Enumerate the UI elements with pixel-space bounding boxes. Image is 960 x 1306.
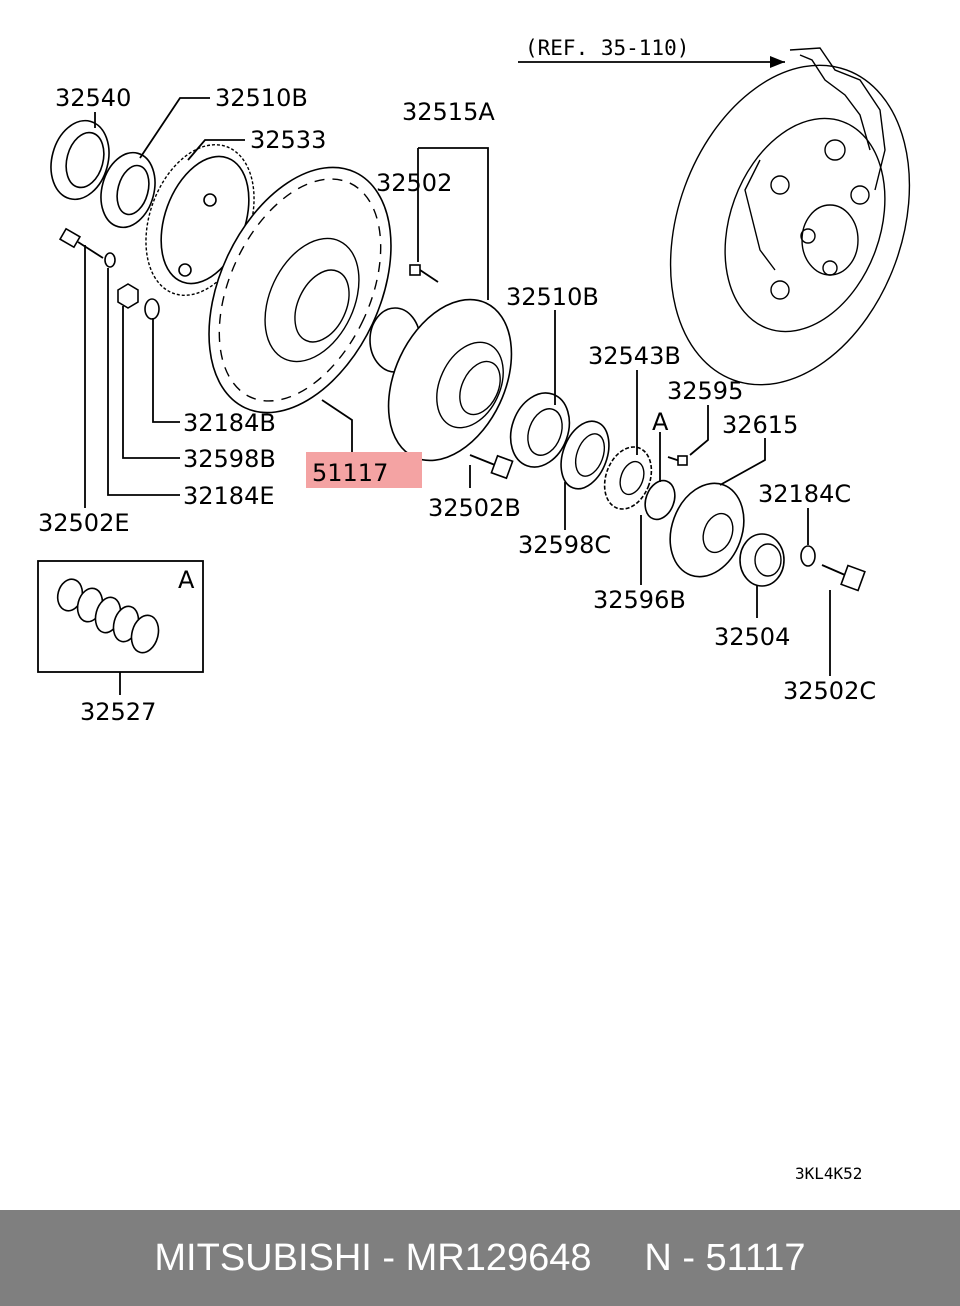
brake-assembly-drawing	[669, 47, 911, 386]
callout-32504: 32504	[714, 623, 790, 651]
callout-32184e: 32184E	[183, 482, 275, 510]
oil-seal-32540	[50, 119, 110, 201]
lock-washer-32543b-bore	[619, 460, 645, 496]
callout-32510b-top: 32510B	[215, 84, 308, 112]
kit-box-mark: A	[178, 566, 195, 594]
highlight-51117	[306, 452, 422, 488]
footer-text: MITSUBISHI - MR129648 N - 51117	[154, 1236, 806, 1279]
reference-arrowhead	[770, 56, 785, 68]
seal-mark: A	[652, 408, 669, 436]
cap-32615	[669, 482, 745, 578]
callout-32502c: 32502C	[783, 677, 876, 705]
washer-32184b	[144, 298, 160, 320]
hub-nut-32504	[739, 533, 785, 587]
bolt-32502e	[58, 227, 104, 259]
callout-32184c: 32184C	[758, 480, 851, 508]
callout-32184b: 32184B	[183, 409, 276, 437]
callout-32543b: 32543B	[588, 342, 681, 370]
reference-label: (REF. 35-110)	[525, 36, 689, 60]
drawing-code: 3KL4K52	[795, 1164, 862, 1183]
washer-32598c	[560, 420, 610, 490]
callout-32598b: 32598B	[183, 445, 276, 473]
hub-bolt-32502	[409, 264, 439, 283]
parts-diagram: (REF. 35-110)	[37, 36, 911, 1183]
callout-32596b: 32596B	[593, 586, 686, 614]
callout-32502: 32502	[376, 169, 452, 197]
seal-kit-box	[37, 560, 204, 673]
leader-lines	[84, 97, 831, 676]
nut-32598b	[117, 283, 139, 309]
washer-32598c-bore	[574, 433, 606, 477]
bolt-32502c	[821, 564, 866, 592]
washer-32184c	[800, 545, 816, 567]
washer-32184e	[104, 252, 116, 268]
callout-32502e: 32502E	[38, 509, 130, 537]
bearing-32510b-inner	[509, 392, 571, 468]
bearing-32510b-outer	[100, 151, 156, 229]
callout-32595: 32595	[667, 377, 743, 405]
callout-32598c: 32598C	[518, 531, 611, 559]
callout-51117: 51117	[312, 459, 388, 487]
callout-32527: 32527	[80, 698, 156, 726]
snap-ring-32596b	[644, 479, 676, 521]
brake-disc-51117	[208, 166, 392, 414]
callout-32502b: 32502B	[428, 494, 521, 522]
bolt-32502b	[469, 454, 514, 480]
callout-32540: 32540	[55, 84, 131, 112]
callout-32515a: 32515A	[402, 98, 495, 126]
callout-32510b-right: 32510B	[506, 283, 599, 311]
callout-32533: 32533	[250, 126, 326, 154]
part-number-footer: MITSUBISHI - MR129648 N - 51117	[0, 1210, 960, 1306]
hub-32515a	[369, 298, 513, 462]
screw-32595	[667, 455, 688, 466]
callout-32615: 32615	[722, 411, 798, 439]
